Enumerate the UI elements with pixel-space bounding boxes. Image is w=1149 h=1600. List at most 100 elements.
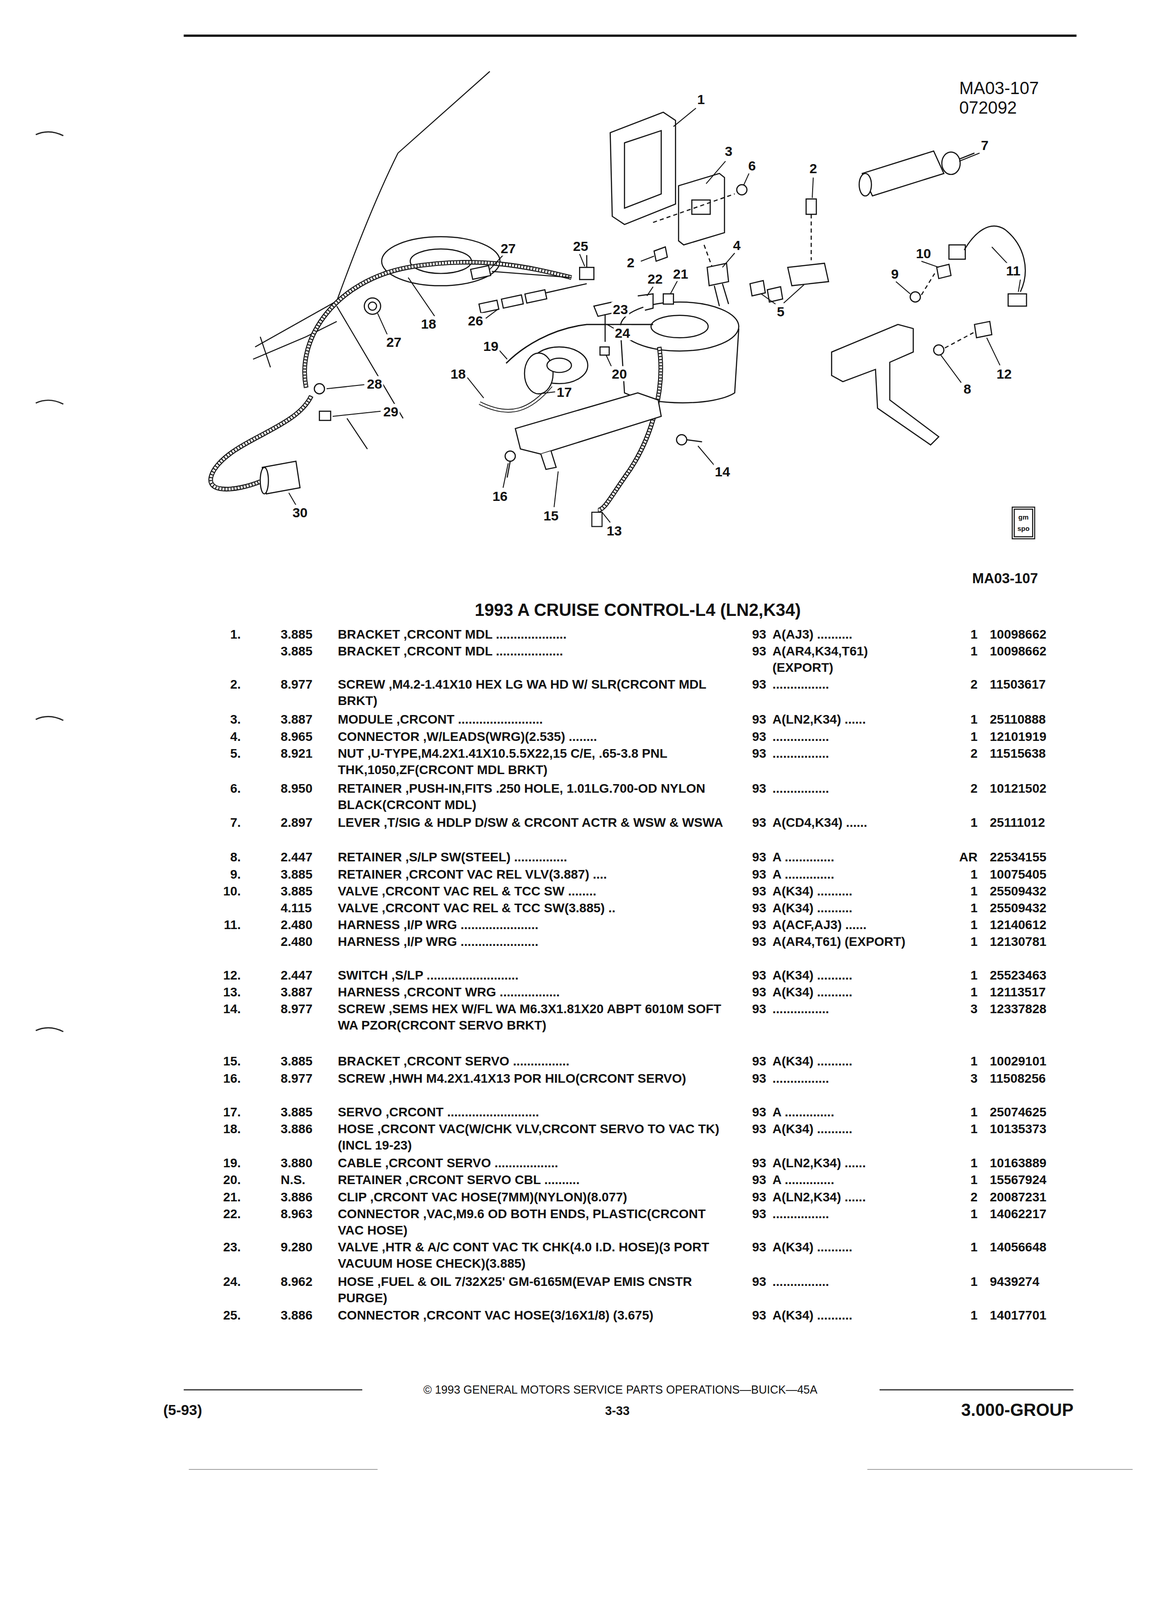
group-code: 3.886: [280, 1120, 313, 1138]
usage-code: A(K34) ..........: [772, 883, 910, 900]
group-code: 8.921: [280, 745, 313, 762]
vacuum-tank: [314, 383, 325, 394]
model-year: 93: [752, 1154, 767, 1172]
quantity: 1: [970, 814, 978, 831]
usage-code: ................: [772, 1070, 910, 1087]
callout-number: 26: [466, 312, 485, 328]
leader-line: [783, 284, 805, 303]
brake-switch-parts: [936, 264, 951, 279]
callout-number: 3: [723, 143, 735, 159]
part-description: BRACKET ,CRCONT MDL ...................: [337, 643, 734, 660]
item-number: 10.: [223, 883, 241, 900]
callout-number: 27: [384, 334, 403, 350]
item-number: 1.: [229, 626, 241, 643]
leader-line: [646, 286, 653, 296]
quantity: 3: [970, 1070, 978, 1087]
callout-number: 19: [481, 338, 500, 354]
callout-number: 23: [611, 301, 630, 317]
brake-switch-parts: [921, 273, 935, 295]
quantity: 1: [970, 916, 978, 934]
vacuum-fittings: [637, 294, 654, 311]
item-number: 25.: [223, 1307, 241, 1324]
part-description: SCREW ,HWH M4.2X1.41X13 POR HILO(CRCONT …: [337, 1070, 734, 1087]
model-year: 93: [752, 1188, 767, 1206]
part-number: 10098662: [989, 643, 1047, 660]
vacuum-fittings: [545, 283, 587, 293]
usage-code: A ..............: [772, 849, 910, 866]
part-number: 10075405: [989, 866, 1047, 883]
item-number: 22.: [223, 1205, 241, 1223]
page-title: 1993 A CRUISE CONTROL-L4 (LN2,K34): [474, 599, 801, 622]
callout-number: 10: [914, 245, 933, 261]
callout-number: 18: [419, 315, 438, 331]
group-code: 3.885: [280, 643, 313, 660]
part-description: CABLE ,CRCONT SERVO ..................: [337, 1154, 734, 1172]
brake-switch-parts: [831, 324, 940, 445]
logo-text: spo: [1017, 524, 1030, 533]
usage-code: A ..............: [772, 866, 910, 883]
group-code: 3.885: [280, 626, 313, 643]
part-number: 12140612: [989, 916, 1047, 934]
callout-number: 12: [995, 365, 1014, 381]
module-bracket: [810, 214, 812, 260]
item-number: 2.: [229, 676, 241, 693]
module-bracket: [787, 263, 829, 286]
item-number: 19.: [223, 1154, 241, 1172]
quantity: 1: [970, 711, 978, 728]
brake-switch-parts: [1008, 294, 1027, 307]
page-rule: [188, 1468, 378, 1470]
model-year: 93: [752, 626, 767, 643]
model-year: 93: [752, 1238, 767, 1256]
module-bracket: [707, 263, 729, 286]
leader-line: [812, 177, 814, 199]
leader-line: [761, 294, 776, 305]
vacuum-fittings: [586, 254, 588, 268]
group-code: 3.885: [280, 866, 313, 883]
group-code: 4.115: [280, 899, 312, 917]
usage-code: ................: [772, 728, 910, 745]
part-description: HARNESS ,CRCONT WRG .................: [337, 984, 734, 1001]
callout-number: 5: [775, 303, 786, 319]
item-number: 7.: [229, 814, 241, 831]
callout-number: 28: [365, 376, 384, 392]
group-code: 3.886: [280, 1307, 313, 1324]
quantity: 1: [970, 1104, 978, 1121]
page-rule: [183, 34, 1077, 37]
quantity: 1: [970, 883, 978, 900]
body-panel: [336, 305, 404, 419]
vacuum-fittings: [364, 254, 674, 342]
cruise-servo: [676, 434, 687, 445]
logo-box: [1012, 507, 1035, 540]
quantity: 1: [970, 899, 978, 917]
model-year: 93: [752, 933, 767, 950]
leader-line: [986, 337, 1000, 366]
group-code: 8.977: [280, 1070, 313, 1087]
part-description: RETAINER ,PUSH-IN,FITS .250 HOLE, 1.01LG…: [337, 780, 734, 814]
vacuum-fittings: [663, 294, 674, 305]
callout-number: 9: [889, 265, 901, 281]
leader-line: [467, 377, 484, 399]
leader-line: [1018, 279, 1021, 292]
group-code: 3.885: [280, 1053, 313, 1070]
brake-switch-parts: [933, 344, 944, 355]
part-number: 25509432: [989, 883, 1047, 900]
group-code: 2.480: [280, 933, 313, 950]
vacuum-tank: [260, 383, 331, 494]
brake-switch-parts: [964, 225, 1026, 292]
part-description: SCREW ,M4.2-1.41X10 HEX LG WA HD W/ SLR(…: [337, 676, 734, 710]
model-year: 93: [752, 1307, 767, 1324]
model-year: 93: [752, 728, 767, 745]
item-number: 16.: [223, 1070, 241, 1087]
usage-code: A(K34) ..........: [772, 1307, 910, 1324]
callout-number: 15: [542, 507, 560, 523]
part-description: VALVE ,CRCONT VAC REL & TCC SW ........: [337, 883, 734, 900]
callout-number: 13: [605, 523, 624, 539]
group-code: 2.897: [280, 814, 313, 831]
item-number: 17.: [223, 1104, 241, 1121]
leader-line: [602, 512, 611, 523]
callout-number: 11: [1004, 262, 1023, 278]
cruise-servo: [515, 392, 662, 455]
part-description: RETAINER ,S/LP SW(STEEL) ...............: [337, 849, 734, 866]
callout-number: 4: [731, 237, 743, 253]
part-number: 10121502: [989, 780, 1047, 797]
